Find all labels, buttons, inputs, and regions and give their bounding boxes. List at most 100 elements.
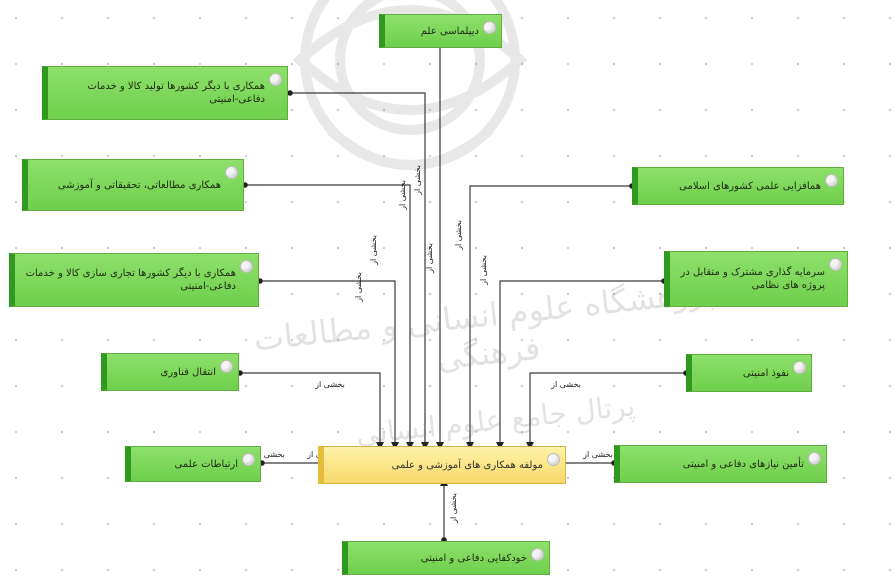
grid-dot: [842, 154, 846, 158]
node-circle-icon: [825, 174, 838, 187]
grid-dot: [474, 62, 478, 66]
grid-dot: [842, 62, 846, 66]
node-islamic-synergy[interactable]: همافزایی علمی کشورهای اسلامی: [632, 167, 844, 205]
node-circle-icon: [240, 260, 253, 273]
grid-dot: [704, 246, 708, 250]
node-circle-icon: [531, 548, 544, 561]
logo-watermark: [292, 0, 528, 170]
node-joint-investment[interactable]: سرمایه گذاری مشترک و متقابل در پروژه های…: [664, 251, 848, 307]
node-technology-transfer[interactable]: انتقال فناوری: [101, 353, 239, 391]
edge-n8: [499, 280, 664, 442]
grid-dot: [566, 568, 570, 572]
edge-n5: [240, 372, 381, 442]
edge-label-n1: بخشی از: [454, 220, 463, 251]
grid-dot: [520, 338, 524, 342]
grid-dot: [658, 108, 662, 112]
grid-dot: [152, 430, 156, 434]
grid-dot: [842, 108, 846, 112]
grid-dot: [658, 62, 662, 66]
edge-n7: [469, 185, 632, 442]
grid-dot: [336, 154, 340, 158]
grid-dot: [704, 568, 708, 572]
grid-dot: [704, 338, 708, 342]
node-commercialization[interactable]: همکاری با دیگر کشورها تجاری سازی کالا و …: [9, 253, 259, 307]
grid-dot: [566, 16, 570, 20]
grid-dot: [382, 522, 386, 526]
grid-dot: [842, 568, 846, 572]
grid-dot: [60, 246, 64, 250]
grid-dot: [796, 108, 800, 112]
grid-dot: [382, 62, 386, 66]
grid-dot: [888, 338, 892, 342]
grid-dot: [474, 108, 478, 112]
grid-dot: [290, 338, 294, 342]
grid-dot: [106, 62, 110, 66]
grid-dot: [750, 522, 754, 526]
edge-label-n9: بخشی از: [550, 380, 581, 389]
grid-dot: [474, 430, 478, 434]
node-self-sufficiency[interactable]: خودکفایی دفاعی و امنیتی: [342, 541, 550, 575]
grid-dot: [658, 430, 662, 434]
grid-dot: [290, 522, 294, 526]
grid-dot: [474, 522, 478, 526]
grid-dot: [428, 292, 432, 296]
grid-dot: [14, 154, 18, 158]
edge-label-n10: بخشی از: [582, 450, 613, 459]
grid-dot: [474, 338, 478, 342]
grid-dot: [60, 522, 64, 526]
node-scientific-communications[interactable]: ارتباطات علمی: [125, 446, 261, 482]
node-circle-icon: [269, 73, 282, 86]
grid-dot: [796, 246, 800, 250]
node-coproduction-defense[interactable]: همکاری با دیگر کشورها تولید کالا و خدمات…: [42, 66, 288, 120]
grid-dot: [290, 476, 294, 480]
grid-dot: [382, 108, 386, 112]
grid-dot: [612, 246, 616, 250]
grid-dot: [658, 246, 662, 250]
grid-dot: [152, 338, 156, 342]
grid-dot: [106, 154, 110, 158]
node-security-influence[interactable]: نفوذ امنیتی: [686, 354, 812, 392]
grid-dot: [106, 430, 110, 434]
grid-dot: [244, 62, 248, 66]
grid-dot: [520, 246, 524, 250]
grid-dot: [60, 62, 64, 66]
grid-dot: [198, 246, 202, 250]
grid-dot: [612, 292, 616, 296]
grid-dot: [336, 292, 340, 296]
grid-dot: [520, 292, 524, 296]
grid-dot: [290, 154, 294, 158]
edge-label-n11: بخشی از: [449, 493, 458, 524]
node-label: سرمایه گذاری مشترک و متقابل در پروژه های…: [680, 267, 826, 291]
grid-dot: [14, 246, 18, 250]
node-defense-needs[interactable]: تأمین نیازهای دفاعی و امنیتی: [614, 445, 827, 483]
grid-dot: [520, 200, 524, 204]
grid-dot: [704, 16, 708, 20]
node-science-diplomacy[interactable]: دیپلماسی علم: [379, 14, 502, 48]
grid-dot: [520, 16, 524, 20]
grid-dot: [566, 338, 570, 342]
grid-dot: [428, 338, 432, 342]
grid-dot: [612, 154, 616, 158]
grid-dot: [612, 200, 616, 204]
grid-dot: [244, 154, 248, 158]
grid-dot: [520, 108, 524, 112]
grid-dot: [198, 338, 202, 342]
grid-dot: [106, 522, 110, 526]
grid-dot: [796, 430, 800, 434]
edge-label-n4: بخشی از: [369, 235, 378, 266]
grid-dot: [750, 430, 754, 434]
central-node[interactable]: مولفه همکاری های آموزشی و علمی: [318, 446, 566, 484]
grid-dot: [842, 430, 846, 434]
grid-dot: [290, 108, 294, 112]
grid-dot: [382, 384, 386, 388]
grid-dot: [888, 246, 892, 250]
grid-dot: [658, 338, 662, 342]
grid-dot: [290, 246, 294, 250]
grid-dot: [14, 476, 18, 480]
grid-dot: [474, 384, 478, 388]
node-research-cooperation[interactable]: همکاری مطالعاتی، تحقیقاتی و آموزشی: [22, 159, 244, 211]
grid-dot: [244, 430, 248, 434]
grid-dot: [14, 430, 18, 434]
grid-dot: [612, 522, 616, 526]
grid-dot: [198, 154, 202, 158]
